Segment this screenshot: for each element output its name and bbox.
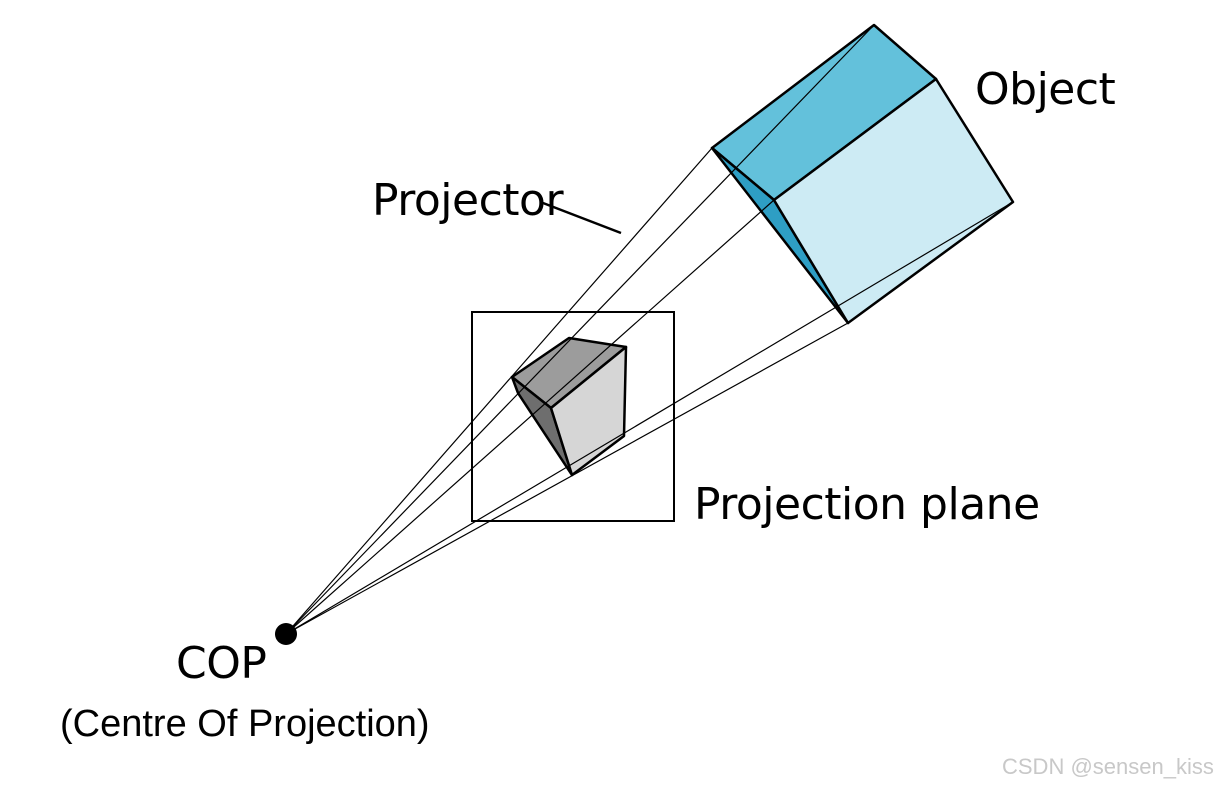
projector-line [285,322,849,635]
cop-point [275,623,297,645]
cop-label: COP [176,638,267,689]
projection-plane-label: Projection plane [694,479,1040,530]
projector-line [285,201,1014,635]
cop-description-label: (Centre Of Projection) [60,703,430,745]
projector-line [285,199,775,635]
object-label: Object [975,64,1116,115]
projector-label: Projector [372,175,564,226]
object-cube [710,23,1015,325]
projected-image [510,336,628,477]
projector-line [285,147,713,635]
watermark: CSDN @sensen_kiss [1002,754,1214,779]
projector-line [285,24,875,635]
projector-leader-line [542,201,622,235]
projection-plane [471,311,675,522]
projector-lines [285,24,1014,635]
